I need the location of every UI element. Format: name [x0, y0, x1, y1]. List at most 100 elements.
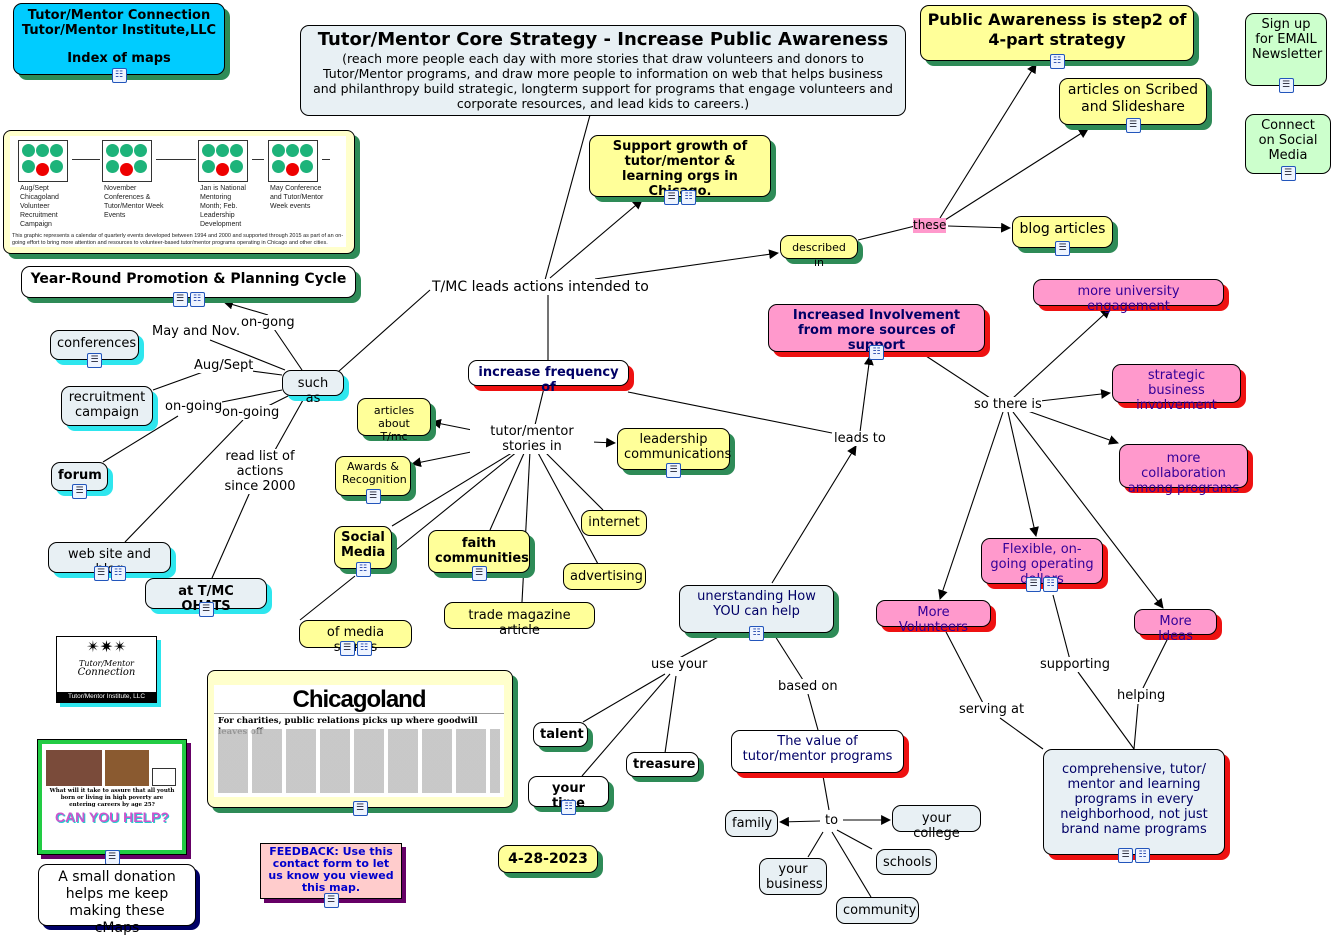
year-round-node[interactable]: Year-Round Promotion & Planning Cycle [21, 266, 356, 307]
resource-icon[interactable] [72, 484, 87, 499]
family-node[interactable]: family [725, 810, 778, 837]
index-line3: Index of maps [67, 51, 171, 66]
articles-about-node[interactable]: articles about T/mc [357, 398, 431, 443]
conferences-node[interactable]: conferences [50, 330, 139, 368]
newsletter-label: Sign up for EMAIL Newsletter [1252, 17, 1323, 62]
your-college-node[interactable]: your college [892, 805, 981, 841]
resource-icon[interactable] [172, 292, 188, 307]
resource-icon[interactable] [104, 850, 120, 865]
treasure-node[interactable]: treasure [626, 752, 699, 777]
map-link-icon[interactable] [110, 566, 126, 581]
donation-node[interactable]: A small donation helps me keep making th… [38, 864, 196, 936]
newspaper-clipping-image[interactable]: Chicagoland For charities, public relati… [207, 670, 513, 816]
community-node[interactable]: community [836, 897, 919, 924]
faith-communities-label: faith communities [435, 536, 529, 566]
map-link-icon[interactable] [749, 626, 764, 641]
more-volunteers-node[interactable]: More Volunteers [876, 600, 991, 635]
collaboration-node[interactable]: more collaboration among programs [1119, 444, 1248, 496]
resource-icon[interactable] [1280, 166, 1296, 181]
donation-label: A small donation helps me keep making th… [58, 869, 176, 936]
more-ideas-node[interactable]: More Ideas [1134, 609, 1217, 644]
resource-icon[interactable] [1026, 577, 1041, 592]
scribed-label: articles on Scribed and Slideshare [1067, 82, 1199, 115]
comprehensive-programs-node[interactable]: comprehensive, tutor/ mentor and learnin… [1043, 749, 1225, 863]
flexible-dollars-node[interactable]: Flexible, on-going operating dollars [981, 538, 1103, 592]
map-link-icon[interactable] [189, 292, 205, 307]
map-link-icon[interactable] [869, 345, 884, 360]
your-business-node[interactable]: your business [759, 858, 827, 895]
university-node[interactable]: more university engagement [1033, 279, 1224, 314]
resource-icon[interactable] [323, 893, 339, 908]
increase-frequency-label: increase frequency of [478, 365, 619, 395]
blog-articles-node[interactable]: blog articles [1012, 216, 1113, 256]
media-stories-node[interactable]: of media stories [299, 620, 412, 656]
cycle-step-2-caption: November Conferences & Tutor/Mentor Week… [104, 185, 164, 219]
support-growth-node[interactable]: Support growth of tutor/mentor & learnin… [589, 135, 771, 205]
map-link-icon[interactable] [1043, 577, 1058, 592]
social-connect-node[interactable]: Connect on Social Media [1245, 114, 1331, 181]
public-awareness-node[interactable]: Public Awareness is step2 of 4-part stra… [920, 5, 1194, 69]
ohats-node[interactable]: at T/MC OHATS [145, 578, 267, 617]
resource-icon[interactable] [1055, 241, 1070, 256]
map-link-icon[interactable] [356, 641, 372, 656]
resource-icon[interactable] [93, 566, 109, 581]
faith-communities-node[interactable]: faith communities [428, 530, 530, 581]
resource-icon[interactable] [87, 353, 102, 368]
logo-footer: Tutor/Mentor Institute, LLC [57, 692, 156, 702]
newsletter-node[interactable]: Sign up for EMAIL Newsletter [1245, 13, 1327, 93]
your-time-node[interactable]: your time [528, 776, 609, 815]
resource-icon[interactable] [664, 190, 679, 205]
described-in-node[interactable]: described in [780, 235, 858, 269]
cycle-step-1-icon [18, 140, 68, 182]
resource-icon[interactable] [1278, 78, 1294, 93]
such-as-node[interactable]: such as [282, 370, 344, 406]
awards-label: Awards & Recognition [342, 460, 407, 486]
tmc-logo-image[interactable]: ✴✷✴ Tutor/Mentor Connection Tutor/Mentor… [56, 636, 157, 703]
resource-icon[interactable] [471, 566, 487, 581]
feedback-label: FEEDBACK: Use this contact form to let u… [268, 845, 394, 894]
family-label: family [732, 816, 773, 831]
link-label-read-list: read list of actions since 2000 [224, 449, 296, 494]
map-link-icon[interactable] [355, 562, 371, 577]
link-label-serving-at: serving at [959, 702, 1025, 717]
increased-involvement-node[interactable]: Increased Involvement from more sources … [768, 304, 985, 360]
index-of-maps-node[interactable]: Tutor/Mentor Connection Tutor/Mentor Ins… [13, 3, 225, 83]
planning-cycle-graphic[interactable]: Aug/Sept Chicagoland Volunteer Recruitme… [3, 130, 355, 254]
social-media-node[interactable]: Social Media [334, 526, 392, 577]
map-link-icon[interactable] [681, 190, 696, 205]
link-label-stories-in: tutor/mentor stories in [470, 424, 594, 454]
talent-node[interactable]: talent [533, 722, 588, 747]
map-link-icon[interactable] [1049, 54, 1065, 69]
resource-icon[interactable] [666, 463, 681, 478]
resource-icon[interactable] [339, 641, 355, 656]
resource-icon[interactable] [198, 602, 214, 617]
value-node[interactable]: The value of tutor/mentor programs [731, 730, 904, 773]
awards-node[interactable]: Awards & Recognition [335, 456, 411, 504]
map-link-icon[interactable] [111, 68, 127, 83]
recruitment-node[interactable]: recruitment campaign [61, 386, 153, 426]
web-site-node[interactable]: web site and blog [48, 542, 171, 581]
map-link-icon[interactable] [1135, 848, 1150, 863]
newspaper-columns [218, 729, 500, 793]
link-label-tmc-leads: T/MC leads actions intended to [432, 279, 649, 295]
leadership-node[interactable]: leadership communications [617, 428, 731, 478]
increase-frequency-node[interactable]: increase frequency of [468, 360, 629, 395]
comprehensive-programs-label: comprehensive, tutor/ mentor and learnin… [1060, 762, 1208, 837]
can-you-help-poster-image[interactable]: What will it take to assure that all you… [37, 739, 187, 865]
map-link-icon[interactable] [561, 800, 576, 815]
understanding-node[interactable]: unerstanding How YOU can help [679, 585, 834, 641]
trade-magazine-node[interactable]: trade magazine article [444, 602, 595, 638]
strategic-business-node[interactable]: strategic business involvement [1112, 364, 1241, 413]
schools-node[interactable]: schools [876, 849, 937, 875]
advertising-node[interactable]: advertising [563, 563, 646, 590]
forum-node[interactable]: forum [51, 462, 108, 499]
resource-icon[interactable] [365, 489, 381, 504]
resource-icon[interactable] [1125, 118, 1141, 133]
poster-photo-1 [46, 750, 102, 786]
feedback-node[interactable]: FEEDBACK: Use this contact form to let u… [260, 843, 402, 908]
internet-node[interactable]: internet [581, 510, 647, 536]
resource-icon[interactable] [352, 801, 368, 816]
scribed-node[interactable]: articles on Scribed and Slideshare [1059, 78, 1207, 133]
resource-icon[interactable] [1118, 848, 1133, 863]
public-awareness-label: Public Awareness is step2 of 4-part stra… [927, 10, 1187, 49]
